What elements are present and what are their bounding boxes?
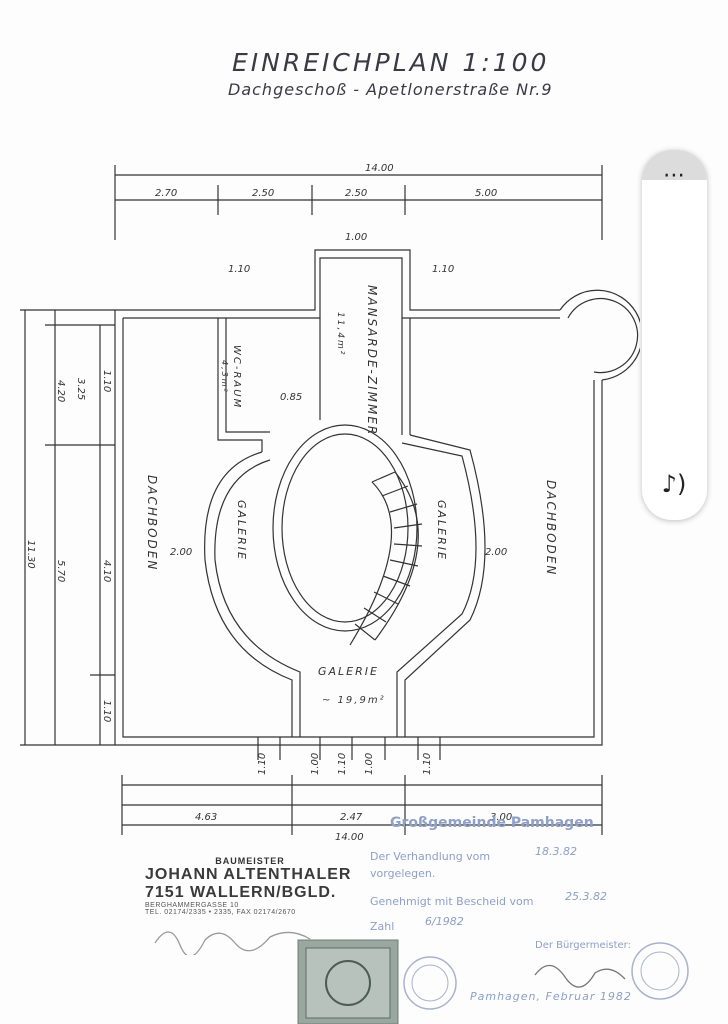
approval-office: Großgemeinde Pamhagen (390, 815, 594, 831)
dim-bottom-w5: 1.10 (422, 753, 433, 775)
approval-line3: Genehmigt mit Bescheid vom (370, 895, 534, 908)
floating-side-panel: ⋯ ♪) (642, 150, 707, 520)
dim-wc-door: 0.85 (280, 392, 302, 403)
plan-title: EINREICHPLAN 1:100 (232, 48, 550, 77)
more-options-icon[interactable]: ⋯ (663, 163, 686, 188)
approval-footer: Pamhagen, Februar 1982 (470, 990, 632, 1003)
dim-left-4: 4.10 (101, 560, 112, 582)
approval-line1-value: 18.3.82 (535, 845, 577, 858)
dim-bottom-w4: 1.00 (364, 753, 375, 775)
dim-bottom-total: 14.00 (335, 832, 364, 843)
dim-bottom-w1: 1.10 (257, 753, 268, 775)
dim-top-small-3: 1.10 (432, 264, 454, 275)
dim-bottom-1: 4.63 (195, 812, 217, 823)
room-label-galerie-right: GALERIE (435, 500, 448, 561)
dim-top-1: 2.70 (155, 188, 177, 199)
dim-left-2: 5.70 (55, 560, 66, 582)
dim-left-3: 1.10 (101, 370, 112, 392)
room-area-wc: 4,3m² (220, 360, 229, 394)
dim-top-small-2: 1.10 (228, 264, 250, 275)
dim-door-right: 2.00 (485, 547, 507, 558)
approval-mayor: Der Bürgermeister: (535, 940, 631, 951)
builder-stamp: BAUMEISTER JOHANN ALTENTHALER 7151 WALLE… (145, 856, 355, 916)
room-label-dachboden-left: DACHBODEN (145, 475, 159, 571)
room-label-galerie-bottom: GALERIE (318, 665, 379, 678)
room-label-wc: WC-RAUM (231, 345, 242, 409)
room-area-mansarde: 11,4m² (335, 312, 345, 356)
dim-left-6: 3.25 (75, 378, 86, 400)
approval-line3-value: 25.3.82 (565, 890, 607, 903)
builder-name: JOHANN ALTENTHALER (145, 866, 352, 883)
audio-icon[interactable]: ♪) (661, 470, 687, 498)
dim-door-left: 2.00 (170, 547, 192, 558)
approval-line2: vorgelegen. (370, 867, 436, 880)
builder-signature (154, 931, 311, 955)
dim-left-5: 1.10 (101, 700, 112, 722)
approval-line1: Der Verhandlung vom (370, 850, 491, 863)
dim-bottom-2: 2.47 (340, 812, 363, 823)
dim-bottom-3: 3.00 (490, 812, 512, 823)
builder-role: BAUMEISTER (215, 856, 285, 866)
floor-plan-drawing: 14.00 2.70 2.50 2.50 5.00 1.00 1.10 1.10… (20, 163, 640, 843)
room-label-mansarde: MANSARDE-ZIMMER (365, 285, 379, 436)
dim-bottom-w3: 1.10 (337, 753, 348, 775)
dim-top-total: 14.00 (365, 163, 394, 174)
room-label-galerie-left: GALERIE (235, 500, 248, 561)
builder-street: BERGHAMMERGASSE 10 (145, 902, 239, 909)
dim-top-4: 5.00 (475, 188, 497, 199)
plan-subtitle: Dachgeschoß - Apetlonerstraße Nr.9 (228, 80, 553, 99)
room-area-galerie: ~ 19,9m² (322, 695, 386, 706)
approval-line4-value: 6/1982 (425, 915, 464, 928)
dim-left-total: 11.30 (25, 540, 36, 569)
approval-line4: Zahl (370, 920, 395, 933)
dim-left-1: 4.20 (55, 380, 66, 402)
dim-top-2: 2.50 (252, 188, 274, 199)
dim-top-small-1: 1.00 (345, 232, 367, 243)
dim-bottom-w2: 1.00 (310, 753, 321, 775)
seals-and-stamps (297, 939, 689, 1024)
dim-top-3: 2.50 (345, 188, 367, 199)
builder-city: 7151 WALLERN/BGLD. (145, 884, 337, 901)
room-label-dachboden-right: DACHBODEN (544, 480, 558, 576)
builder-phone: TEL. 02174/2335 • 2335, FAX 02174/2670 (145, 909, 296, 916)
